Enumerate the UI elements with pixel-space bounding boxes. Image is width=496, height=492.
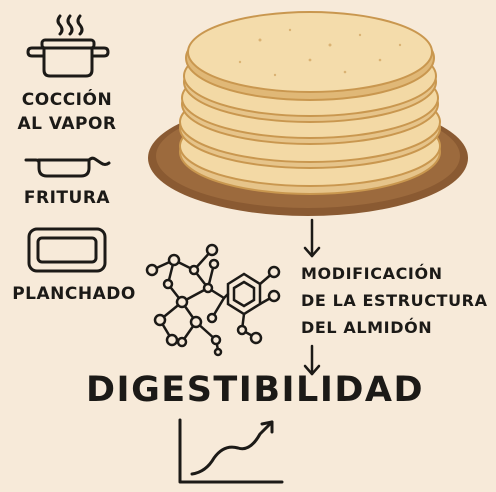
- arrow-down-icon: [303, 218, 321, 258]
- tortilla-stack: [148, 11, 468, 216]
- method-label-steaming: COCCIÓN AL VAPOR: [17, 90, 117, 134]
- method-label-griddle: PLANCHADO: [12, 284, 136, 304]
- arrow-down-icon: [303, 344, 321, 376]
- frying-pan-icon: [24, 156, 111, 178]
- steaming-pot-icon: [26, 14, 110, 78]
- starch-molecule-icon: [145, 243, 281, 357]
- rising-trend-icon: [178, 418, 284, 484]
- process-label: MODIFICACIÓN DE LA ESTRUCTURA DEL ALMIDÓ…: [301, 264, 488, 337]
- griddle-icon: [27, 227, 107, 273]
- method-label-frying: FRITURA: [23, 188, 111, 208]
- result-label: DIGESTIBILIDAD: [86, 370, 425, 410]
